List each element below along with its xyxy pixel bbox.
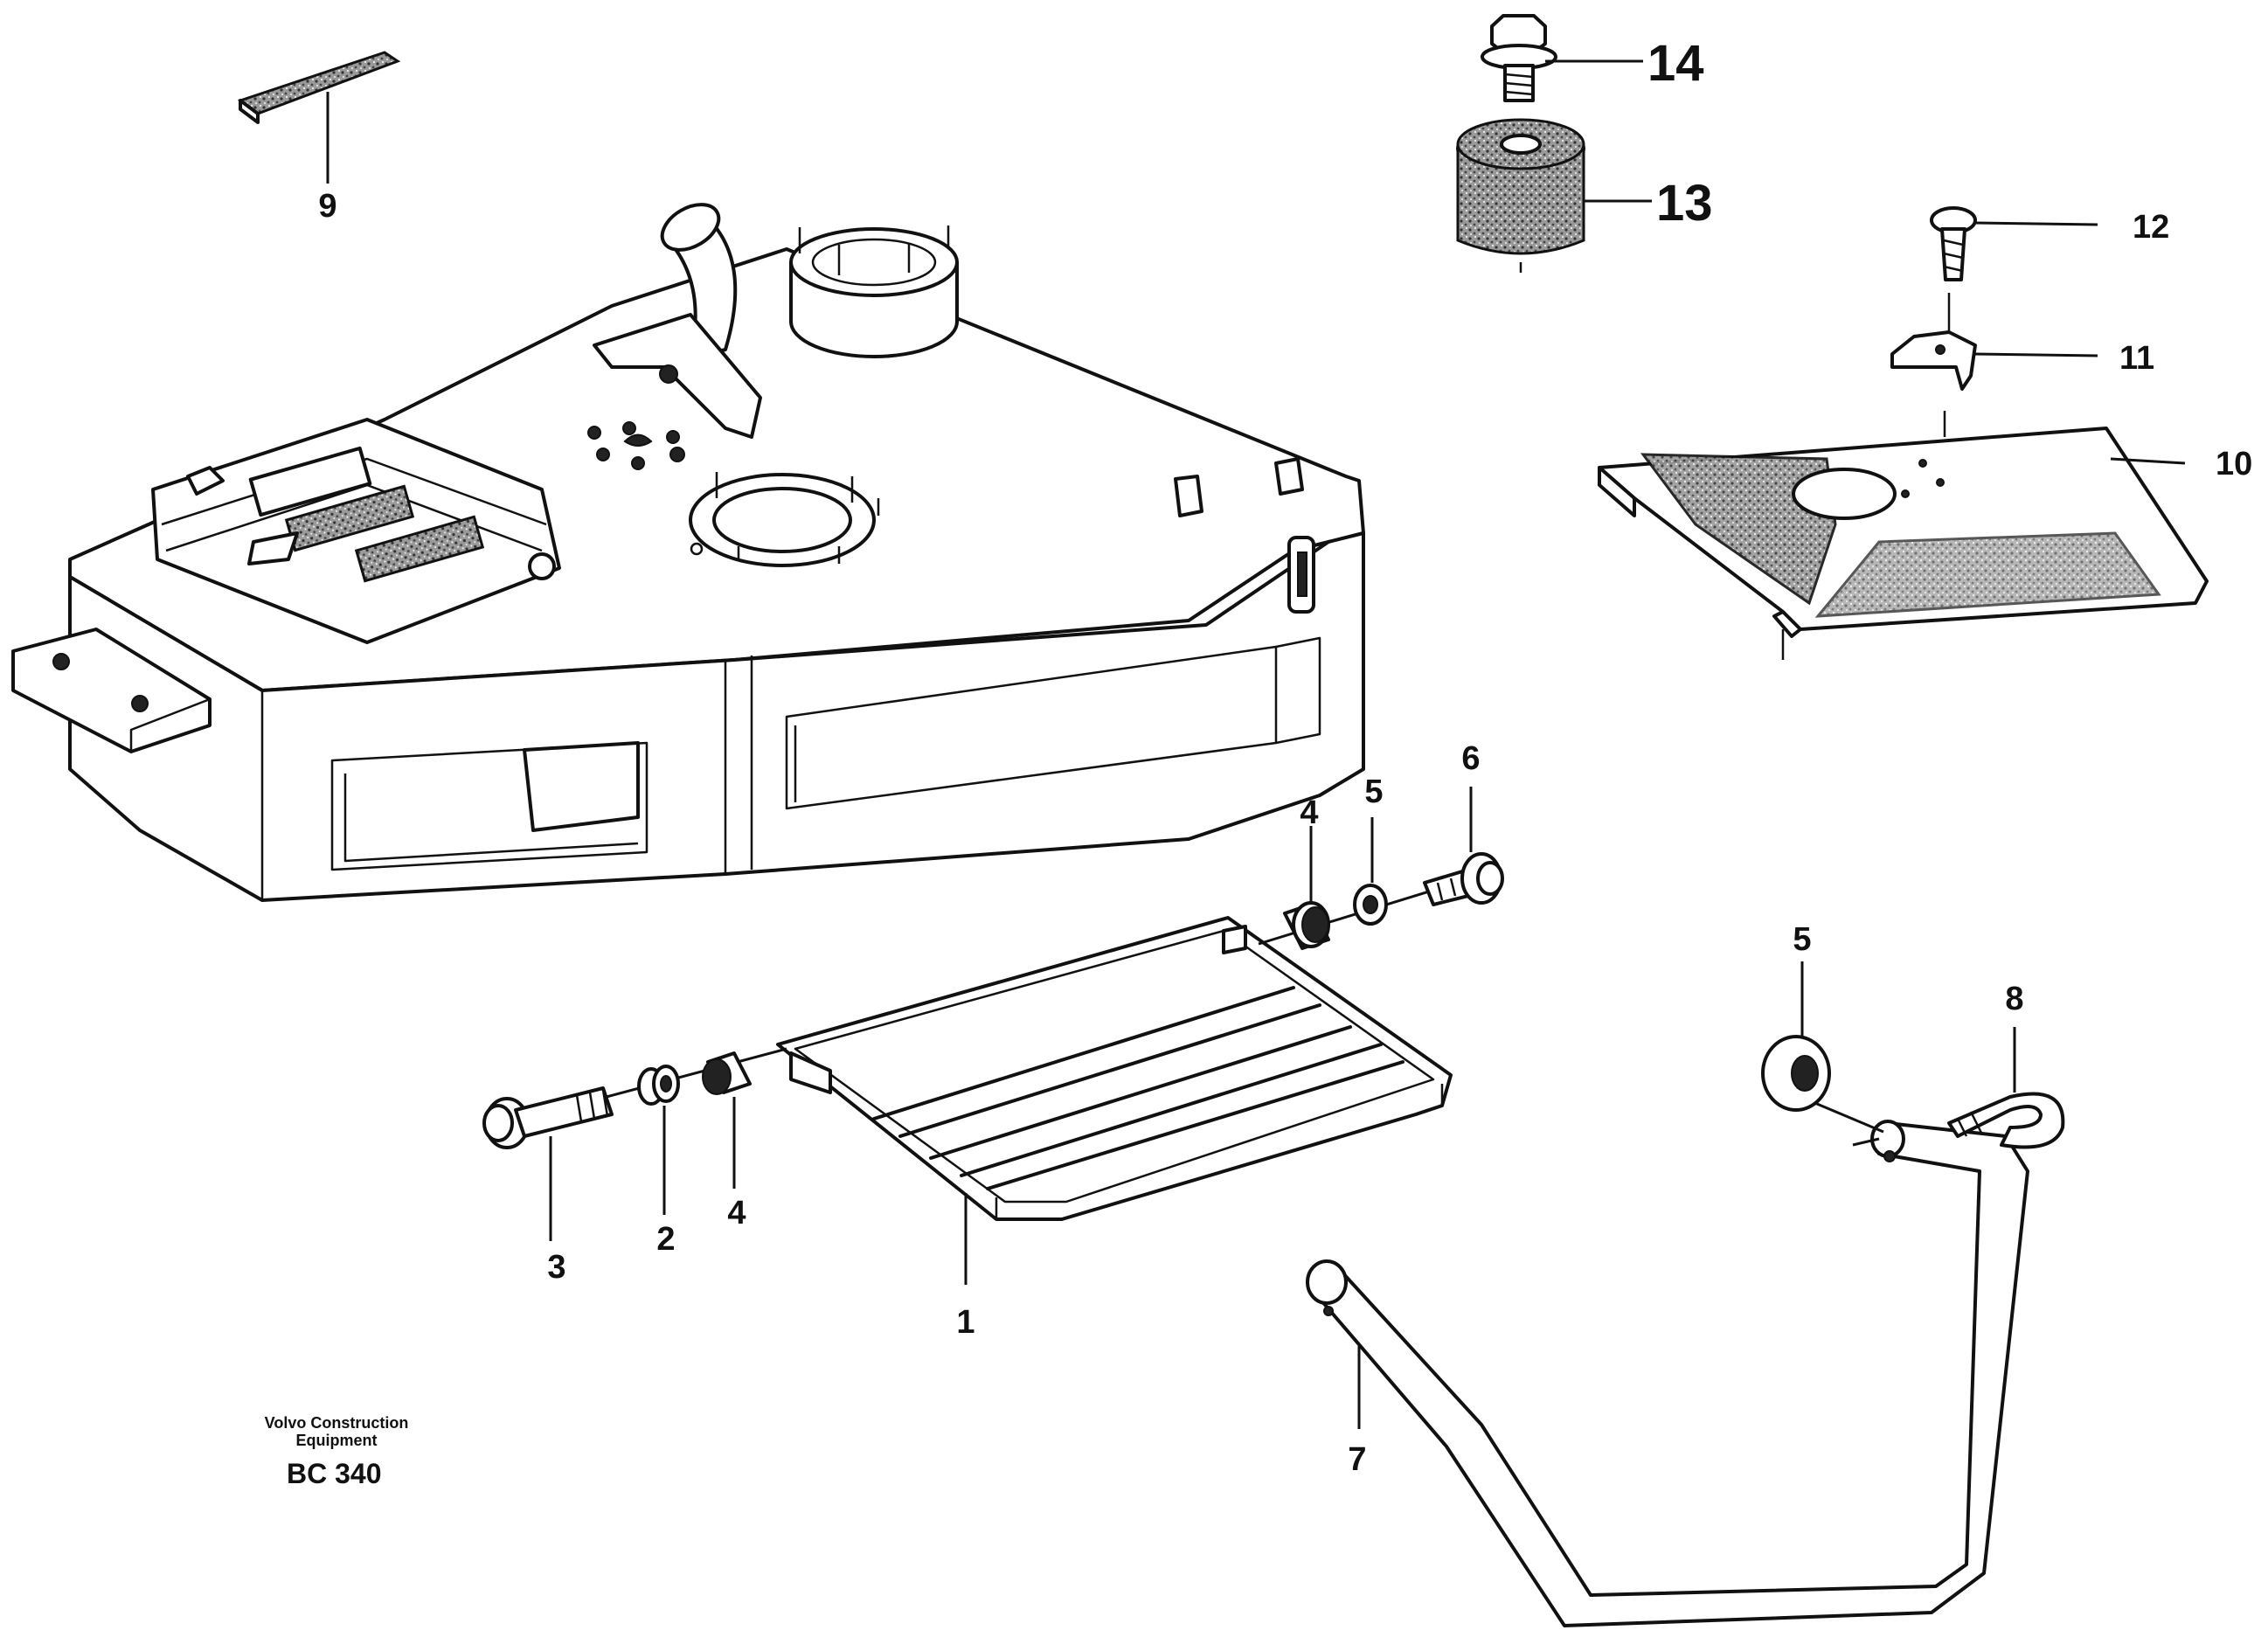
part-11-clamp: [1890, 330, 1977, 391]
callout-5a: 5: [1364, 773, 1383, 810]
leader-10: [2110, 457, 2186, 465]
part-12-screw: [1930, 206, 1977, 332]
callout-7: 7: [1348, 1441, 1366, 1478]
step-frame: [776, 916, 1453, 1221]
brand-line-1: Volvo Construction: [265, 1414, 409, 1432]
part-10-plate: [1598, 411, 2209, 660]
brand-line-2: Equipment: [296, 1432, 378, 1449]
callout-9: 9: [318, 188, 336, 225]
callout-11: 11: [2119, 340, 2154, 377]
right-fastener-set: [1258, 852, 1504, 950]
handle-assembly: [1306, 1035, 2065, 1627]
drawing-footer: Volvo Construction Equipment BC 340: [265, 1414, 409, 1489]
leader-12: [1974, 221, 2098, 226]
part-13-bushing: [1456, 118, 1585, 273]
callout-3: 3: [547, 1249, 565, 1286]
tank-body: [11, 203, 1365, 902]
callout-labels: 9 14 13 12 11 10 6 5 4 5 8 3 2 4 1 7: [318, 35, 2252, 1478]
callout-4b: 4: [727, 1195, 746, 1231]
callout-12: 12: [2133, 209, 2169, 246]
callout-4a: 4: [1300, 794, 1318, 831]
left-fastener-set: [482, 1047, 787, 1149]
part-14-bolt: [1481, 14, 1557, 102]
callout-5b: 5: [1793, 921, 1811, 958]
callout-1: 1: [956, 1304, 974, 1341]
leader-lines: [326, 59, 2186, 1429]
callout-8: 8: [2005, 981, 2023, 1017]
leader-11: [1973, 352, 2098, 357]
drawing-code: BC 340: [287, 1458, 382, 1489]
callout-13: 13: [1656, 175, 1713, 232]
callout-6: 6: [1461, 740, 1480, 777]
part-9-plate: [237, 51, 401, 124]
callout-2: 2: [656, 1221, 675, 1258]
callout-10: 10: [2216, 446, 2252, 482]
callout-14: 14: [1647, 35, 1704, 92]
